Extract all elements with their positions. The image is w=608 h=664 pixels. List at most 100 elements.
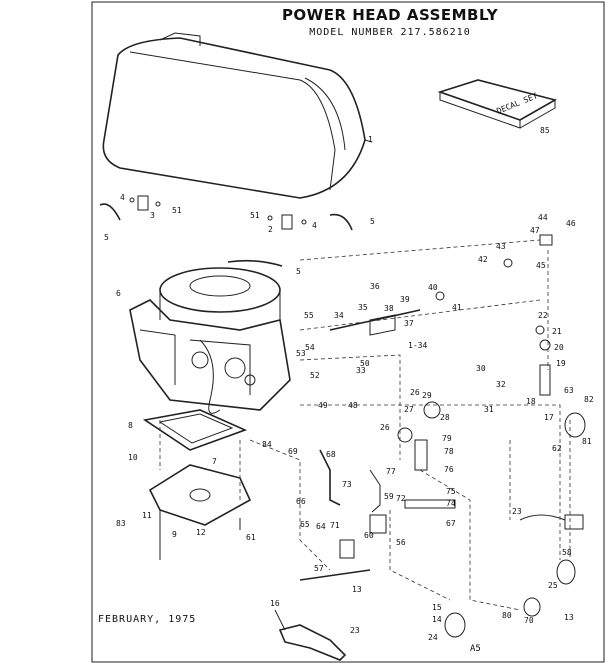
part-label: 66: [296, 497, 306, 506]
part-label: 77: [386, 467, 396, 476]
part-label: 13: [564, 613, 574, 622]
part-label: 32: [496, 380, 506, 389]
part-label: 65: [300, 520, 310, 529]
part-label: 59: [384, 492, 394, 501]
part-label: 73: [342, 480, 352, 489]
part-label: 5: [296, 267, 301, 276]
part-label: 57: [314, 564, 324, 573]
part-label: 4: [120, 193, 125, 202]
part-label: 79: [442, 434, 452, 443]
part-label: 61: [246, 533, 256, 542]
part-label: 14: [432, 615, 442, 624]
part-label: 42: [478, 255, 488, 264]
part-label: 50: [360, 359, 370, 368]
part-label: 58: [562, 548, 572, 557]
part-label: 47: [530, 226, 540, 235]
part-label: 40: [428, 283, 438, 292]
part-label: 41: [452, 303, 462, 312]
part-label: 52: [310, 371, 320, 380]
part-label: 74: [446, 499, 456, 508]
part-label: 54: [305, 343, 315, 352]
part-label: 84: [262, 440, 272, 449]
part-label: 33: [356, 366, 366, 375]
seal-strip: [227, 259, 283, 267]
part-label: 69: [288, 447, 298, 456]
part-label: 76: [444, 465, 454, 474]
part-label: 71: [330, 521, 340, 530]
part-label: 25: [548, 581, 558, 590]
part-label: 5: [370, 217, 375, 226]
part-label: 36: [370, 282, 380, 291]
part-label: 28: [440, 413, 450, 422]
part-label: 16: [270, 599, 280, 608]
part-label: 46: [566, 219, 576, 228]
part-label: 19: [556, 359, 566, 368]
part-label: 3: [150, 211, 155, 220]
part-label: 17: [544, 413, 554, 422]
part-label: 9: [172, 530, 177, 539]
part-label: 78: [444, 447, 454, 456]
part-label: 67: [446, 519, 456, 528]
part-label: 1: [368, 135, 373, 144]
part-label: 53: [296, 349, 306, 358]
part-label: 75: [446, 487, 456, 496]
model-number: MODEL NUMBER 217.586210: [309, 27, 471, 38]
print-date: FEBRUARY, 1975: [98, 614, 197, 625]
part-label: 38: [384, 304, 394, 313]
part-label: 60: [364, 531, 374, 540]
part-label: 35: [358, 303, 368, 312]
part-label: 10: [128, 453, 138, 462]
part-label: 43: [496, 242, 506, 251]
part-label: 62: [552, 444, 562, 453]
part-label: 24: [428, 633, 438, 642]
gasket-plate: [142, 409, 248, 451]
decal-set-box: DECAL SET: [437, 79, 558, 129]
base-plate: [148, 464, 252, 560]
part-label: 22: [538, 311, 548, 320]
part-label: 85: [540, 126, 550, 135]
part-label: 48: [348, 401, 358, 410]
part-label: 63: [564, 386, 574, 395]
part-label: 4: [312, 221, 317, 230]
part-label: 7: [212, 457, 217, 466]
frame-border: [91, 1, 605, 663]
part-label: 13: [352, 585, 362, 594]
part-label: 51: [250, 211, 260, 220]
part-label: 34: [334, 311, 344, 320]
part-label: 39: [400, 295, 410, 304]
part-label: 20: [554, 343, 564, 352]
part-label: 82: [584, 395, 594, 404]
part-label: 56: [396, 538, 406, 547]
part-label: 6: [116, 289, 121, 298]
part-label: 23: [350, 626, 360, 635]
part-label: 31: [484, 405, 494, 414]
page-title: POWER HEAD ASSEMBLY: [281, 6, 499, 24]
part-label: 80: [502, 611, 512, 620]
part-label: 23: [512, 507, 522, 516]
part-label: 44: [538, 213, 548, 222]
linkage-parts: [274, 234, 586, 661]
part-label: 37: [404, 319, 414, 328]
part-label: 21: [552, 327, 562, 336]
part-label: 8: [128, 421, 133, 430]
part-label: 83: [116, 519, 126, 528]
part-label: 1-34: [408, 341, 427, 350]
part-label: 64: [316, 522, 326, 531]
part-label: 70: [524, 616, 534, 625]
part-label: 2: [268, 225, 273, 234]
part-label: 81: [582, 437, 592, 446]
part-label: 29: [422, 391, 432, 400]
part-label: 49: [318, 401, 328, 410]
part-label: 72: [396, 494, 406, 503]
part-label: 27: [404, 405, 414, 414]
alignment-lines: [159, 239, 571, 611]
page-code: A5: [470, 644, 481, 654]
part-label: 12: [196, 528, 206, 537]
part-label: 68: [326, 450, 336, 459]
part-label: 15: [432, 603, 442, 612]
part-label: 26: [410, 388, 420, 397]
part-label: 51: [172, 206, 182, 215]
